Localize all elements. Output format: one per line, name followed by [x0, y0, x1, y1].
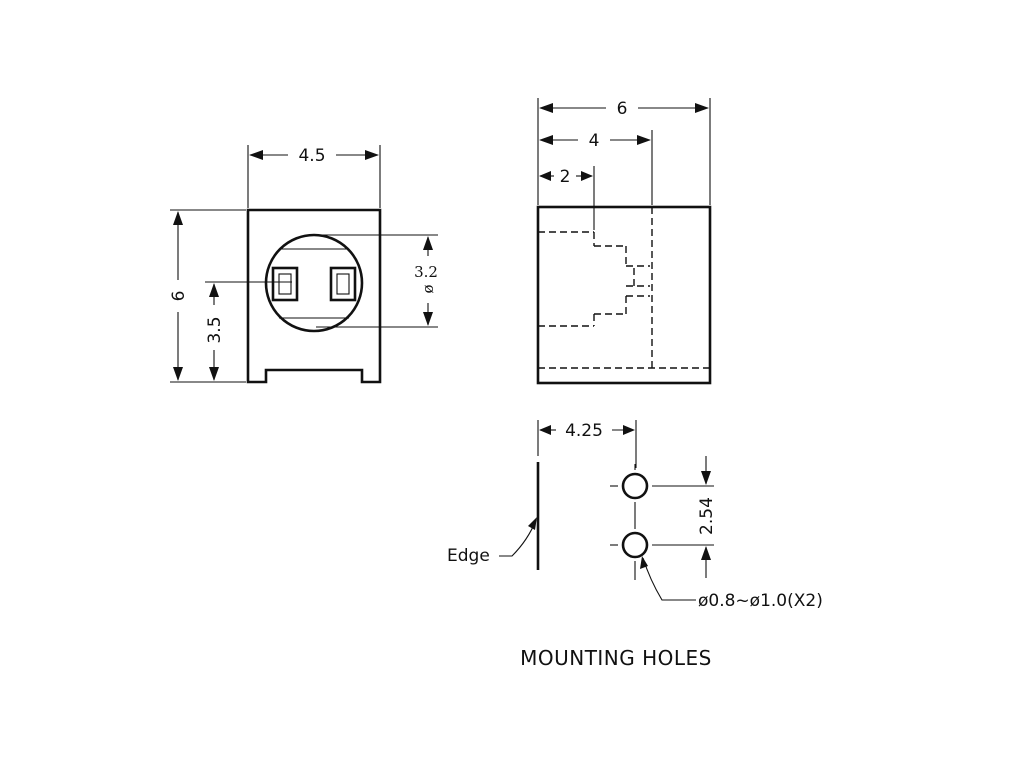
- front-height-label: 6: [169, 291, 189, 302]
- side-body-outline: [536, 205, 712, 385]
- rotor-circle: [264, 233, 364, 333]
- offset-label: 4.25: [565, 421, 603, 441]
- rotor-slot-left-inner: [278, 273, 292, 295]
- mounting-hole-bottom: [621, 531, 649, 559]
- front-view: 4.5 6 3.5 3.2 ø: [169, 145, 438, 384]
- hole-leader: [642, 557, 696, 601]
- diameter-symbol: ø: [419, 284, 437, 293]
- side-inner-label: 2: [560, 167, 571, 187]
- diameter-value: 3.2: [414, 263, 438, 281]
- hole-diameter-label: ø0.8~ø1.0(X2): [698, 591, 823, 611]
- side-total-label: 6: [617, 99, 628, 119]
- rotor-slot-left: [271, 266, 299, 302]
- mounting-holes-title: MOUNTING HOLES: [520, 646, 712, 670]
- mounting-hole-top: [621, 472, 649, 500]
- side-view: 6 4 2: [536, 98, 712, 385]
- front-body-outline: [246, 208, 382, 384]
- front-center-height-label: 3.5: [205, 316, 225, 343]
- mounting-holes-view: 4.25 2.54 Edge ø0.8~ø1.0(X2) MOUNTING HO…: [447, 420, 823, 670]
- pitch-label: 2.54: [697, 497, 717, 535]
- rotor-slot-right: [329, 266, 357, 302]
- side-mid-label: 4: [589, 131, 600, 151]
- edge-label: Edge: [447, 546, 490, 566]
- front-width-label: 4.5: [298, 146, 325, 166]
- rotor-slot-right-inner: [336, 273, 350, 295]
